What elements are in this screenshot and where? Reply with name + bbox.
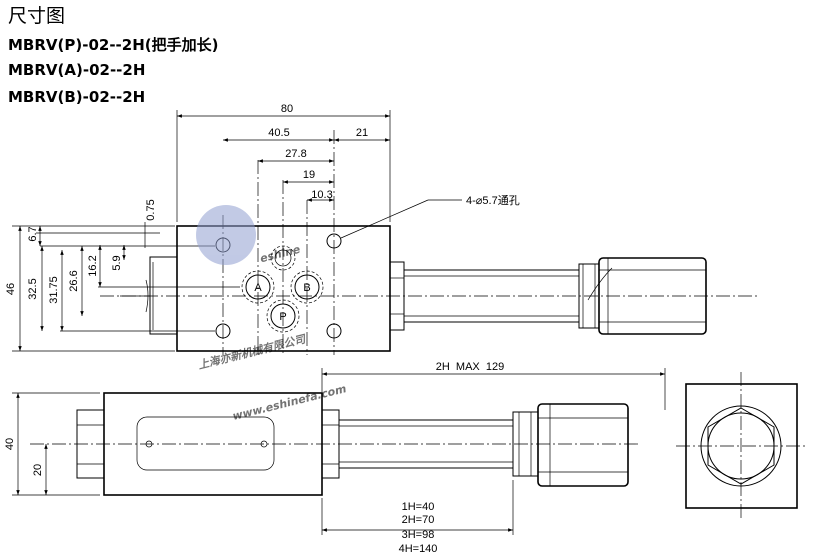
watermark-url: www.eshinefa.com bbox=[231, 382, 347, 423]
dim-46: 46 bbox=[5, 283, 17, 295]
watermark-company: 上海亦新机械有限公司 bbox=[197, 332, 309, 372]
length-4h: 4H=140 bbox=[399, 543, 438, 555]
dim-80: 80 bbox=[281, 103, 293, 115]
length-2h: 2H=70 bbox=[402, 514, 435, 526]
dim-overall: 2H MAX 129 bbox=[436, 361, 504, 373]
end-view bbox=[676, 372, 808, 518]
dim-0-75: 0.75 bbox=[145, 199, 157, 220]
length-3h: 3H=98 bbox=[402, 529, 435, 541]
bottom-view: 40 20 2H MAX 129 1H=40 2H=70 3H=98 4H=14… bbox=[4, 361, 666, 555]
left-plug bbox=[149, 256, 178, 335]
dim-26-6: 26.6 bbox=[68, 270, 80, 291]
dim-20: 20 bbox=[32, 464, 44, 476]
dim-40-5: 40.5 bbox=[268, 127, 289, 139]
dim-6-7: 6.7 bbox=[27, 226, 39, 241]
top-view: A B P bbox=[100, 130, 760, 355]
watermark-logo-icon bbox=[196, 205, 256, 265]
model-code-b: MBRV(B)-02--2H bbox=[8, 88, 146, 106]
dim-10-3: 10.3 bbox=[311, 189, 332, 201]
watermark-logo: eshine bbox=[259, 243, 302, 266]
dim-40: 40 bbox=[4, 438, 16, 450]
left-dimensions: 46 32.5 31.75 26.6 16.2 5.9 6.7 0.75 bbox=[5, 199, 240, 352]
dim-16-2: 16.2 bbox=[87, 255, 99, 276]
dim-31-75: 31.75 bbox=[48, 276, 60, 304]
hole-callout: 4-⌀5.7通孔 bbox=[466, 194, 520, 207]
drawing-title: 尺寸图 bbox=[8, 5, 66, 27]
dim-21: 21 bbox=[356, 127, 368, 139]
length-1h: 1H=40 bbox=[402, 501, 435, 513]
model-code-a: MBRV(A)-02--2H bbox=[8, 61, 146, 79]
dim-32-5: 32.5 bbox=[27, 278, 39, 299]
model-code-p: MBRV(P)-02--2H(把手加长) bbox=[8, 36, 219, 54]
dim-19: 19 bbox=[303, 169, 315, 181]
dim-27-8: 27.8 bbox=[285, 148, 306, 160]
watermark: eshine 上海亦新机械有限公司 www.eshinefa.com bbox=[196, 205, 348, 423]
dim-5-9: 5.9 bbox=[111, 255, 123, 270]
top-dimensions: 80 40.5 21 27.8 19 10.3 4-⌀5.7通孔 bbox=[176, 103, 520, 239]
